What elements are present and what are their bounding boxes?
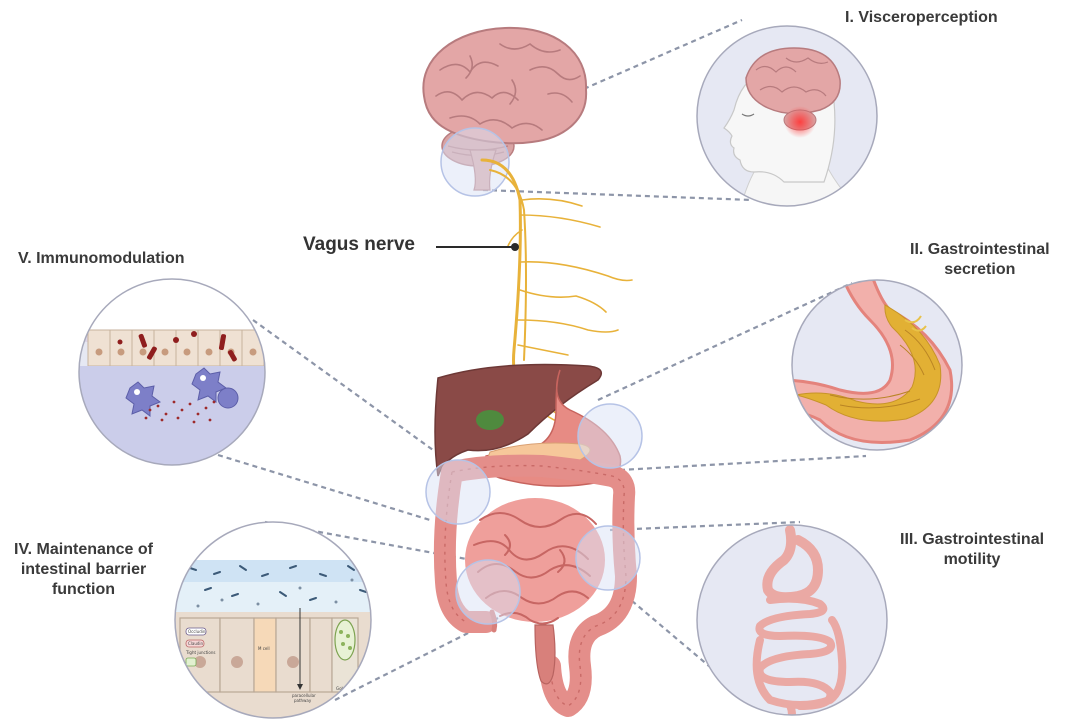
connector-ii-bottom: [619, 454, 867, 472]
connector-v-top: [252, 319, 434, 451]
inset-visceroperception: [696, 25, 878, 207]
digestive-tract-illustration: [425, 363, 643, 717]
label-gi-secretion-line2: secretion: [944, 261, 1016, 278]
label-gastrointestinal-secretion: II. Gastrointestinal secretion: [910, 240, 1050, 280]
label-barrier-line3: function: [51, 581, 116, 598]
label-immunomodulation-text: V. Immunomodulation: [18, 250, 185, 267]
barrier-tag-m-cell: M cell: [258, 646, 270, 651]
barrier-tag-occludin: Occludin: [188, 629, 206, 634]
barrier-tag-tight-junctions: Tight junctions: [185, 650, 215, 655]
connector-iv-bottom: [334, 617, 499, 701]
connector-ii-top: [597, 282, 853, 401]
inset-gastrointestinal-secretion: [791, 279, 963, 451]
barrier-tag-pathway: pathway: [294, 698, 312, 703]
label-gi-secretion-line1: II. Gastrointestinal: [910, 241, 1050, 258]
brain-illustration: [422, 26, 588, 197]
barrier-tag-claudin: Claudin: [188, 641, 204, 646]
label-gi-motility-line1: III. Gastrointestinal: [900, 531, 1045, 548]
vagus-pointer: [436, 243, 519, 251]
label-gastrointestinal-motility: III. Gastrointestinal motility: [900, 530, 1044, 570]
label-visceroperception: I. Visceroperception: [845, 8, 998, 28]
barrier-tag-paracellular: paracellular: [292, 693, 316, 698]
label-immunomodulation: V. Immunomodulation: [18, 249, 185, 269]
inset-gastrointestinal-motility: [696, 524, 888, 716]
label-vagus-nerve: Vagus nerve: [303, 233, 415, 257]
inset-immunomodulation: [78, 278, 266, 466]
inset-intestinal-barrier: Occludin Claudin Tight junctions M cell …: [174, 521, 372, 719]
label-barrier-line2: intestinal barrier: [20, 561, 147, 578]
label-vagus-nerve-text: Vagus nerve: [303, 234, 415, 255]
label-intestinal-barrier: IV. Maintenance of intestinal barrier fu…: [14, 540, 153, 600]
connector-iii-top: [609, 520, 801, 532]
label-barrier-line1: IV. Maintenance of: [14, 541, 153, 558]
label-visceroperception-text: I. Visceroperception: [845, 9, 998, 26]
connector-i-bottom: [482, 188, 753, 202]
label-gi-motility-line2: motility: [943, 551, 1001, 568]
connector-v-bottom: [217, 453, 431, 522]
